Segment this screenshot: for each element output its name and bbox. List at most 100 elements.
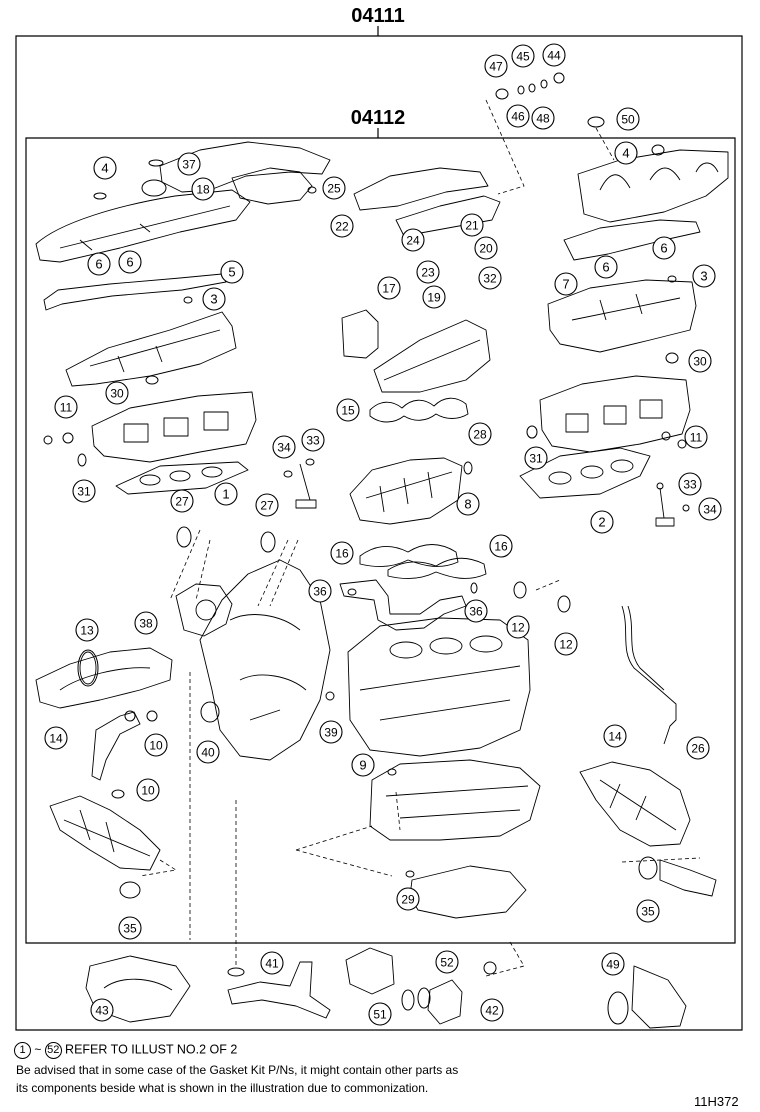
callout-12: 12 (554, 632, 578, 656)
callout-circle (684, 425, 708, 449)
callout-circle (170, 489, 194, 513)
callout-circle (456, 492, 480, 516)
callout-16: 16 (489, 534, 513, 558)
callout-circle (202, 287, 226, 311)
callout-circle (511, 44, 535, 68)
callout-number: 11 (60, 401, 73, 415)
callout-11: 11 (684, 425, 708, 449)
exhaust-pipe-left (91, 711, 141, 781)
left-head-gasket (115, 461, 249, 495)
callout-circle (506, 104, 530, 128)
callout-42: 42 (480, 998, 504, 1022)
callout-circle (272, 435, 296, 459)
callout-number: 42 (485, 1004, 499, 1018)
callout-circle (301, 428, 325, 452)
callout-number: 3 (210, 292, 217, 307)
callout-circle (90, 998, 114, 1022)
callout-3: 3 (692, 264, 716, 288)
callout-number: 22 (335, 220, 349, 234)
dashed-guide-lines (139, 99, 701, 977)
callout-circle (614, 141, 638, 165)
exhaust-gasket-16b (387, 557, 487, 580)
callout-number: 36 (313, 585, 327, 599)
callout-number: 6 (126, 255, 133, 270)
oil-gauge-guide (621, 605, 677, 745)
callout-49: 49 (601, 952, 625, 976)
callout-number: 10 (141, 784, 155, 798)
callout-number: 21 (465, 219, 479, 233)
callout-circle (686, 736, 710, 760)
callout-35: 35 (118, 916, 142, 940)
intake-manifold-lower (349, 457, 463, 525)
callout-circle (255, 493, 279, 517)
callout-circle (105, 381, 129, 405)
callout-number: 12 (511, 621, 525, 635)
callout-number: 14 (608, 730, 622, 744)
callout-number: 17 (382, 282, 396, 296)
callout-24: 24 (401, 228, 425, 252)
intake-gasket-15 (369, 397, 469, 423)
callout-number: 50 (621, 113, 635, 127)
intake-plenum-top (159, 141, 331, 193)
callout-number: 13 (80, 624, 94, 638)
callout-31: 31 (72, 479, 96, 503)
callout-11: 11 (54, 395, 78, 419)
callout-circle (322, 176, 346, 200)
callout-circle (144, 733, 168, 757)
callout-48: 48 (531, 106, 555, 130)
callout-number: 46 (511, 110, 525, 124)
callout-number: 49 (606, 958, 620, 972)
callout-number: 30 (110, 387, 124, 401)
callout-10: 10 (136, 778, 160, 802)
callout-number: 20 (479, 242, 493, 256)
callout-circle (480, 998, 504, 1022)
callout-number: 41 (265, 957, 279, 971)
callout-number: 8 (464, 497, 471, 512)
rear-seal-retainer (631, 965, 687, 1029)
callout-circle (688, 349, 712, 373)
callout-38: 38 (134, 611, 158, 635)
callout-26: 26 (686, 736, 710, 760)
callout-4: 4 (614, 141, 638, 165)
left-cylinder-head (91, 391, 257, 463)
callout-number: 19 (427, 291, 441, 305)
callout-35: 35 (636, 899, 660, 923)
callout-36: 36 (464, 599, 488, 623)
callout-circle (134, 611, 158, 635)
callout-number: 15 (341, 404, 355, 418)
callout-number: 30 (693, 355, 707, 369)
callout-3: 3 (202, 287, 226, 311)
callout-circle (54, 395, 78, 419)
callout-circle (474, 236, 498, 260)
callout-circle (590, 510, 614, 534)
callout-number: 44 (547, 49, 561, 63)
callout-number: 27 (175, 495, 189, 509)
callout-number: 39 (324, 726, 338, 740)
left-cam-housing (65, 311, 237, 387)
callout-circle (118, 250, 142, 274)
intake-manifold-upper (373, 319, 491, 393)
cylinder-block (347, 617, 531, 757)
callout-circle (177, 152, 201, 176)
callout-number: 48 (536, 112, 550, 126)
callout-circle (401, 228, 425, 252)
callout-14: 14 (44, 726, 68, 750)
callout-30: 30 (105, 381, 129, 405)
callout-circle (44, 726, 68, 750)
assembly-04112-label: 04112 (351, 107, 406, 129)
callout-circle (75, 618, 99, 642)
callout-36: 36 (308, 579, 332, 603)
callout-circle (330, 214, 354, 238)
callout-43: 43 (90, 998, 114, 1022)
callout-45: 45 (511, 44, 535, 68)
range-separator: ~ (34, 1042, 42, 1057)
footer-note-line-1: Be advised that in some case of the Gask… (16, 1063, 459, 1077)
callout-33: 33 (301, 428, 325, 452)
callout-5: 5 (220, 260, 244, 284)
exploded-parts-diagram: 04111 04112 (15, 5, 743, 1031)
callout-6: 6 (87, 252, 111, 276)
inner-frame (25, 137, 736, 944)
callout-number: 16 (335, 547, 349, 561)
footer-reference: 1 ~ 52 REFER TO ILLUST NO.2 OF 2 (14, 1042, 237, 1059)
callout-number: 35 (123, 922, 137, 936)
